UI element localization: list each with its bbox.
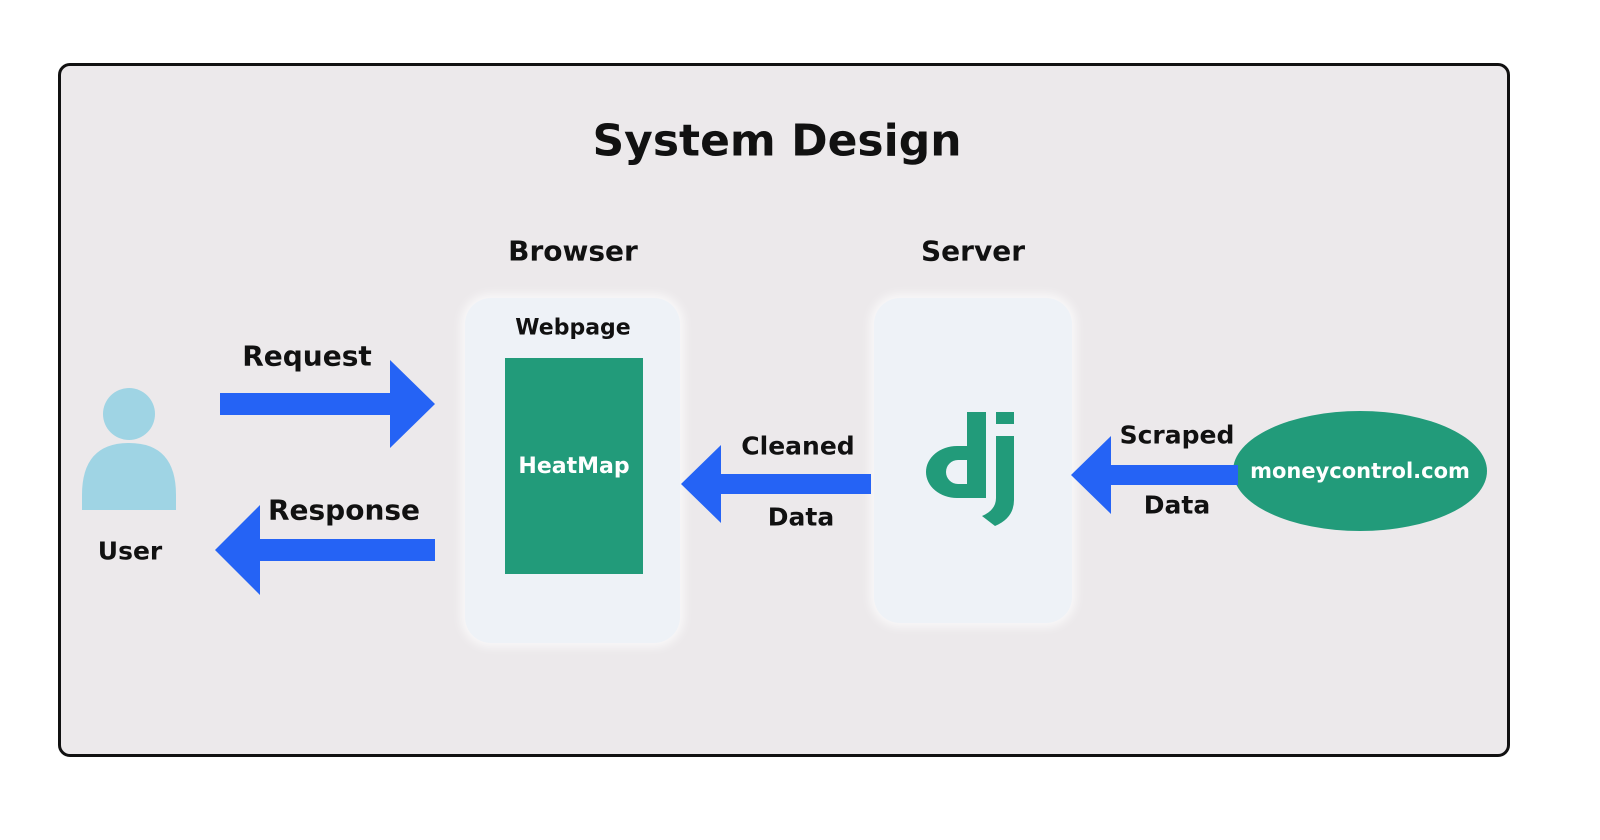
moneycontrol-label: moneycontrol.com (1250, 459, 1470, 483)
response-label: Response (267, 493, 421, 527)
moneycontrol-node: moneycontrol.com (1233, 411, 1487, 531)
server-label: Server (920, 234, 1026, 268)
cleaned-data-label: Data (767, 502, 835, 532)
request-label: Request (242, 339, 372, 373)
webpage-label: Webpage (515, 315, 631, 341)
diagram-title: System Design (592, 115, 962, 167)
django-logo-icon (926, 412, 1014, 526)
scraped-label: Scraped (1119, 420, 1235, 450)
heatmap-label: HeatMap (518, 453, 630, 479)
response-arrow (215, 505, 435, 595)
heatmap-node: HeatMap (505, 358, 643, 574)
user-label: User (97, 536, 163, 566)
scraped-data-label: Data (1143, 490, 1211, 520)
scraped-data-arrow (1071, 436, 1238, 514)
cleaned-data-arrow (681, 445, 871, 523)
browser-label: Browser (508, 234, 638, 268)
cleaned-label: Cleaned (741, 431, 855, 461)
user-icon (82, 388, 176, 510)
request-arrow (220, 360, 435, 448)
